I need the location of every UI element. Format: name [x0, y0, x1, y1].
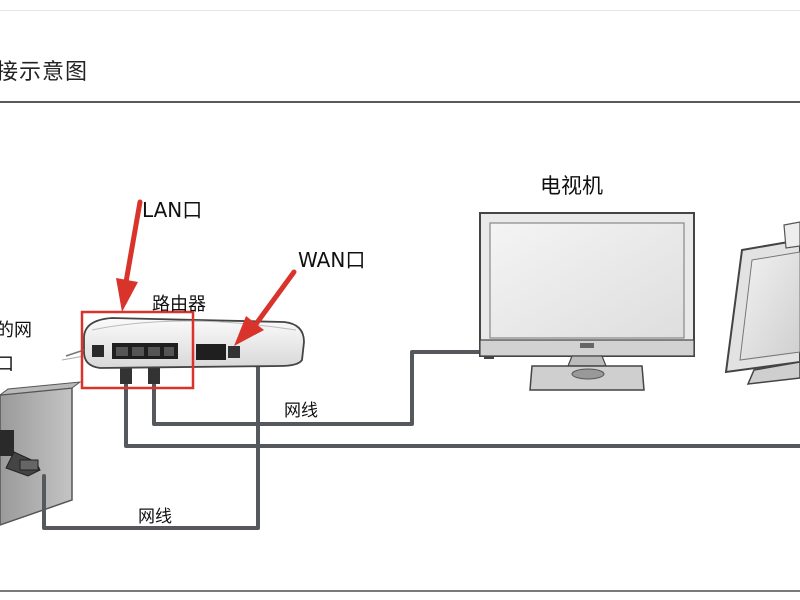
wan-port-label: WAN口 — [298, 248, 366, 272]
tv-label: 电视机 — [540, 174, 603, 198]
pc-monitor-device — [724, 221, 800, 385]
wan-arrow — [234, 269, 297, 346]
lan-arrow — [116, 199, 143, 312]
lan-highlight-box — [80, 310, 195, 390]
modem-label-line2: 口 — [0, 354, 14, 375]
router-label: 路由器 — [152, 294, 206, 315]
cable-router-to-tv — [152, 350, 490, 426]
tv-device — [479, 212, 695, 391]
modem-label-line1: 的网 — [0, 320, 32, 341]
modem-device — [0, 381, 82, 526]
cable-label-top: 网线 — [284, 401, 318, 421]
cable-router-to-pc — [124, 380, 800, 448]
lan-port-label: LAN口 — [142, 198, 203, 222]
bottom-border — [0, 590, 800, 592]
title-underline — [0, 101, 800, 103]
top-faint-line — [0, 10, 800, 11]
router-device — [61, 317, 305, 369]
cable-label-bottom: 网线 — [138, 507, 172, 527]
diagram-title: 接示意图 — [0, 60, 89, 85]
